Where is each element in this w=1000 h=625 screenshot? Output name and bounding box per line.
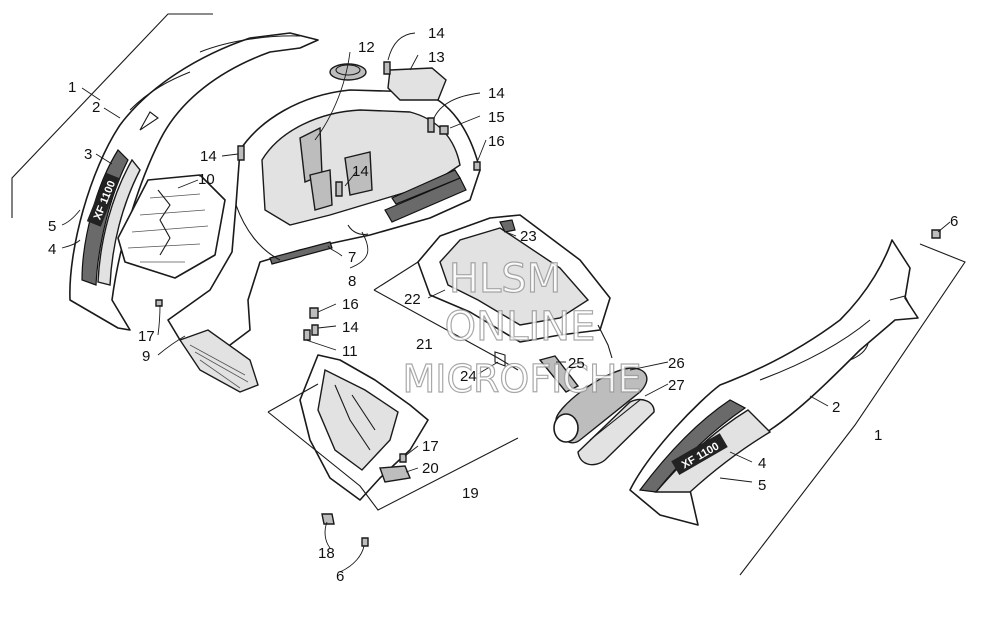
callout-15: 15: [488, 109, 505, 126]
callout-5-left: 5: [48, 218, 56, 235]
callout-6-right: 6: [950, 213, 958, 230]
watermark-line-1: HLSM: [449, 256, 561, 302]
callout-17-lower: 17: [422, 438, 439, 455]
watermark-line-2: ONLINE: [445, 304, 596, 350]
callout-19: 19: [462, 485, 479, 502]
callout-5-right: 5: [758, 477, 766, 494]
hood-assembly: [167, 89, 481, 393]
callout-11: 11: [342, 343, 358, 360]
fasteners: [155, 61, 941, 547]
callout-20: 20: [422, 460, 439, 477]
watermark-line-3: MICROFICHE: [402, 357, 641, 401]
callout-4-right: 4: [758, 455, 766, 472]
callout-14-lower: 14: [342, 319, 359, 336]
callout-23: 23: [520, 228, 537, 245]
callout-12: 12: [358, 39, 375, 56]
callout-17-left: 17: [138, 328, 155, 345]
callout-13: 13: [428, 49, 445, 66]
callout-14-left: 14: [200, 148, 217, 165]
callout-14-top: 14: [428, 25, 445, 42]
callout-8: 8: [348, 273, 356, 290]
callout-6-bottom: 6: [336, 568, 344, 585]
console-assembly: [373, 214, 613, 371]
callout-14-mid: 14: [352, 163, 369, 180]
callout-4-left: 4: [48, 241, 56, 258]
callout-labels: 1 2 3 5 4 10 12 14 13 14 15 16 14 14 7 8…: [48, 25, 958, 585]
intake-grille: [117, 174, 226, 279]
callout-3: 3: [84, 146, 92, 163]
console-brackets: [494, 351, 580, 393]
callout-24: 24: [460, 368, 477, 385]
belly-pan: [267, 354, 519, 511]
callout-2-right: 2: [832, 399, 840, 416]
callout-1-right: 1: [874, 427, 882, 444]
left-side-panel-assembly: XF 1100: [11, 13, 319, 331]
callout-1-left: 1: [68, 79, 76, 96]
upper-panel-parts: [329, 63, 447, 101]
callout-27: 27: [668, 377, 685, 394]
watermark: HLSM ONLINE MICROFICHE: [402, 255, 642, 401]
callout-10: 10: [198, 171, 215, 188]
callout-18: 18: [318, 545, 335, 562]
right-side-panel-assembly: XF 1100: [629, 239, 966, 576]
callout-26: 26: [668, 355, 685, 372]
callout-7: 7: [348, 249, 356, 266]
callout-16-top: 16: [488, 133, 505, 150]
leader-lines: [61, 32, 951, 573]
callout-22: 22: [404, 291, 421, 308]
callout-14-upper-right: 14: [488, 85, 505, 102]
callout-16-mid: 16: [342, 296, 359, 313]
callout-21: 21: [416, 336, 433, 353]
callout-25: 25: [568, 355, 585, 372]
callout-9: 9: [142, 348, 150, 365]
callout-2-left: 2: [92, 99, 100, 116]
handlebar-pad: [553, 367, 655, 466]
